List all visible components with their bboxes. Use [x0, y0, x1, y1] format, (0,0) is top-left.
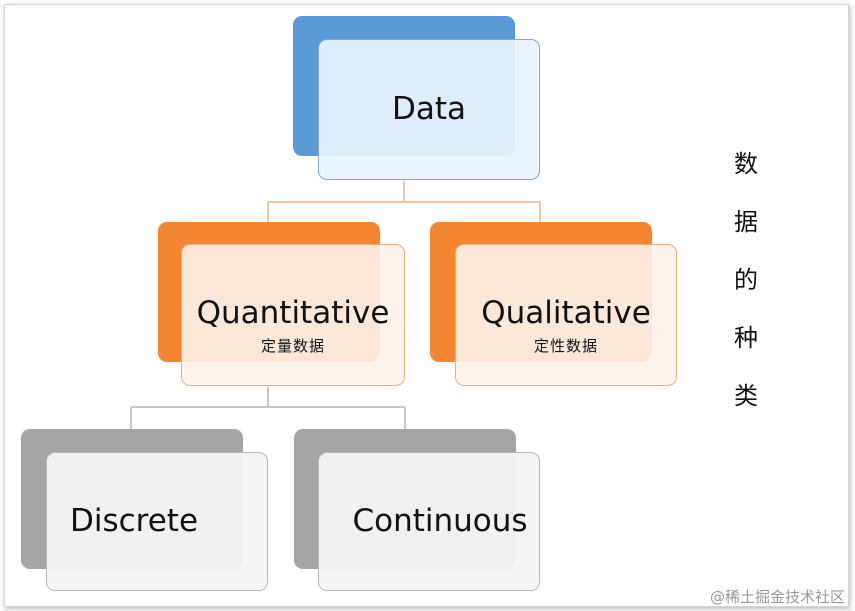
qualitative-node-label: Qualitative — [481, 295, 651, 332]
discrete-node: Discrete — [46, 452, 268, 591]
qualitative-node: Qualitative 定性数据 — [455, 244, 677, 386]
watermark: @稀土掘金技术社区 — [709, 588, 845, 606]
side-title-char: 的 — [734, 266, 758, 294]
qualitative-node-sublabel: 定性数据 — [533, 336, 598, 355]
continuous-node: Continuous — [318, 452, 540, 591]
quantitative-node: Quantitative 定量数据 — [181, 244, 405, 386]
side-title-char: 种 — [734, 324, 758, 352]
quantitative-node-label: Quantitative — [196, 295, 390, 332]
data-node: Data — [318, 39, 540, 180]
continuous-node-label: Continuous — [352, 503, 528, 540]
side-title-char: 据 — [734, 208, 758, 236]
discrete-node-label: Discrete — [69, 503, 199, 540]
data-node-label: Data — [391, 91, 467, 128]
side-title: 数 据 的 种 类 — [728, 146, 764, 436]
side-title-char: 类 — [734, 382, 758, 410]
side-title-char: 数 — [734, 150, 758, 178]
quantitative-node-sublabel: 定量数据 — [260, 336, 325, 355]
